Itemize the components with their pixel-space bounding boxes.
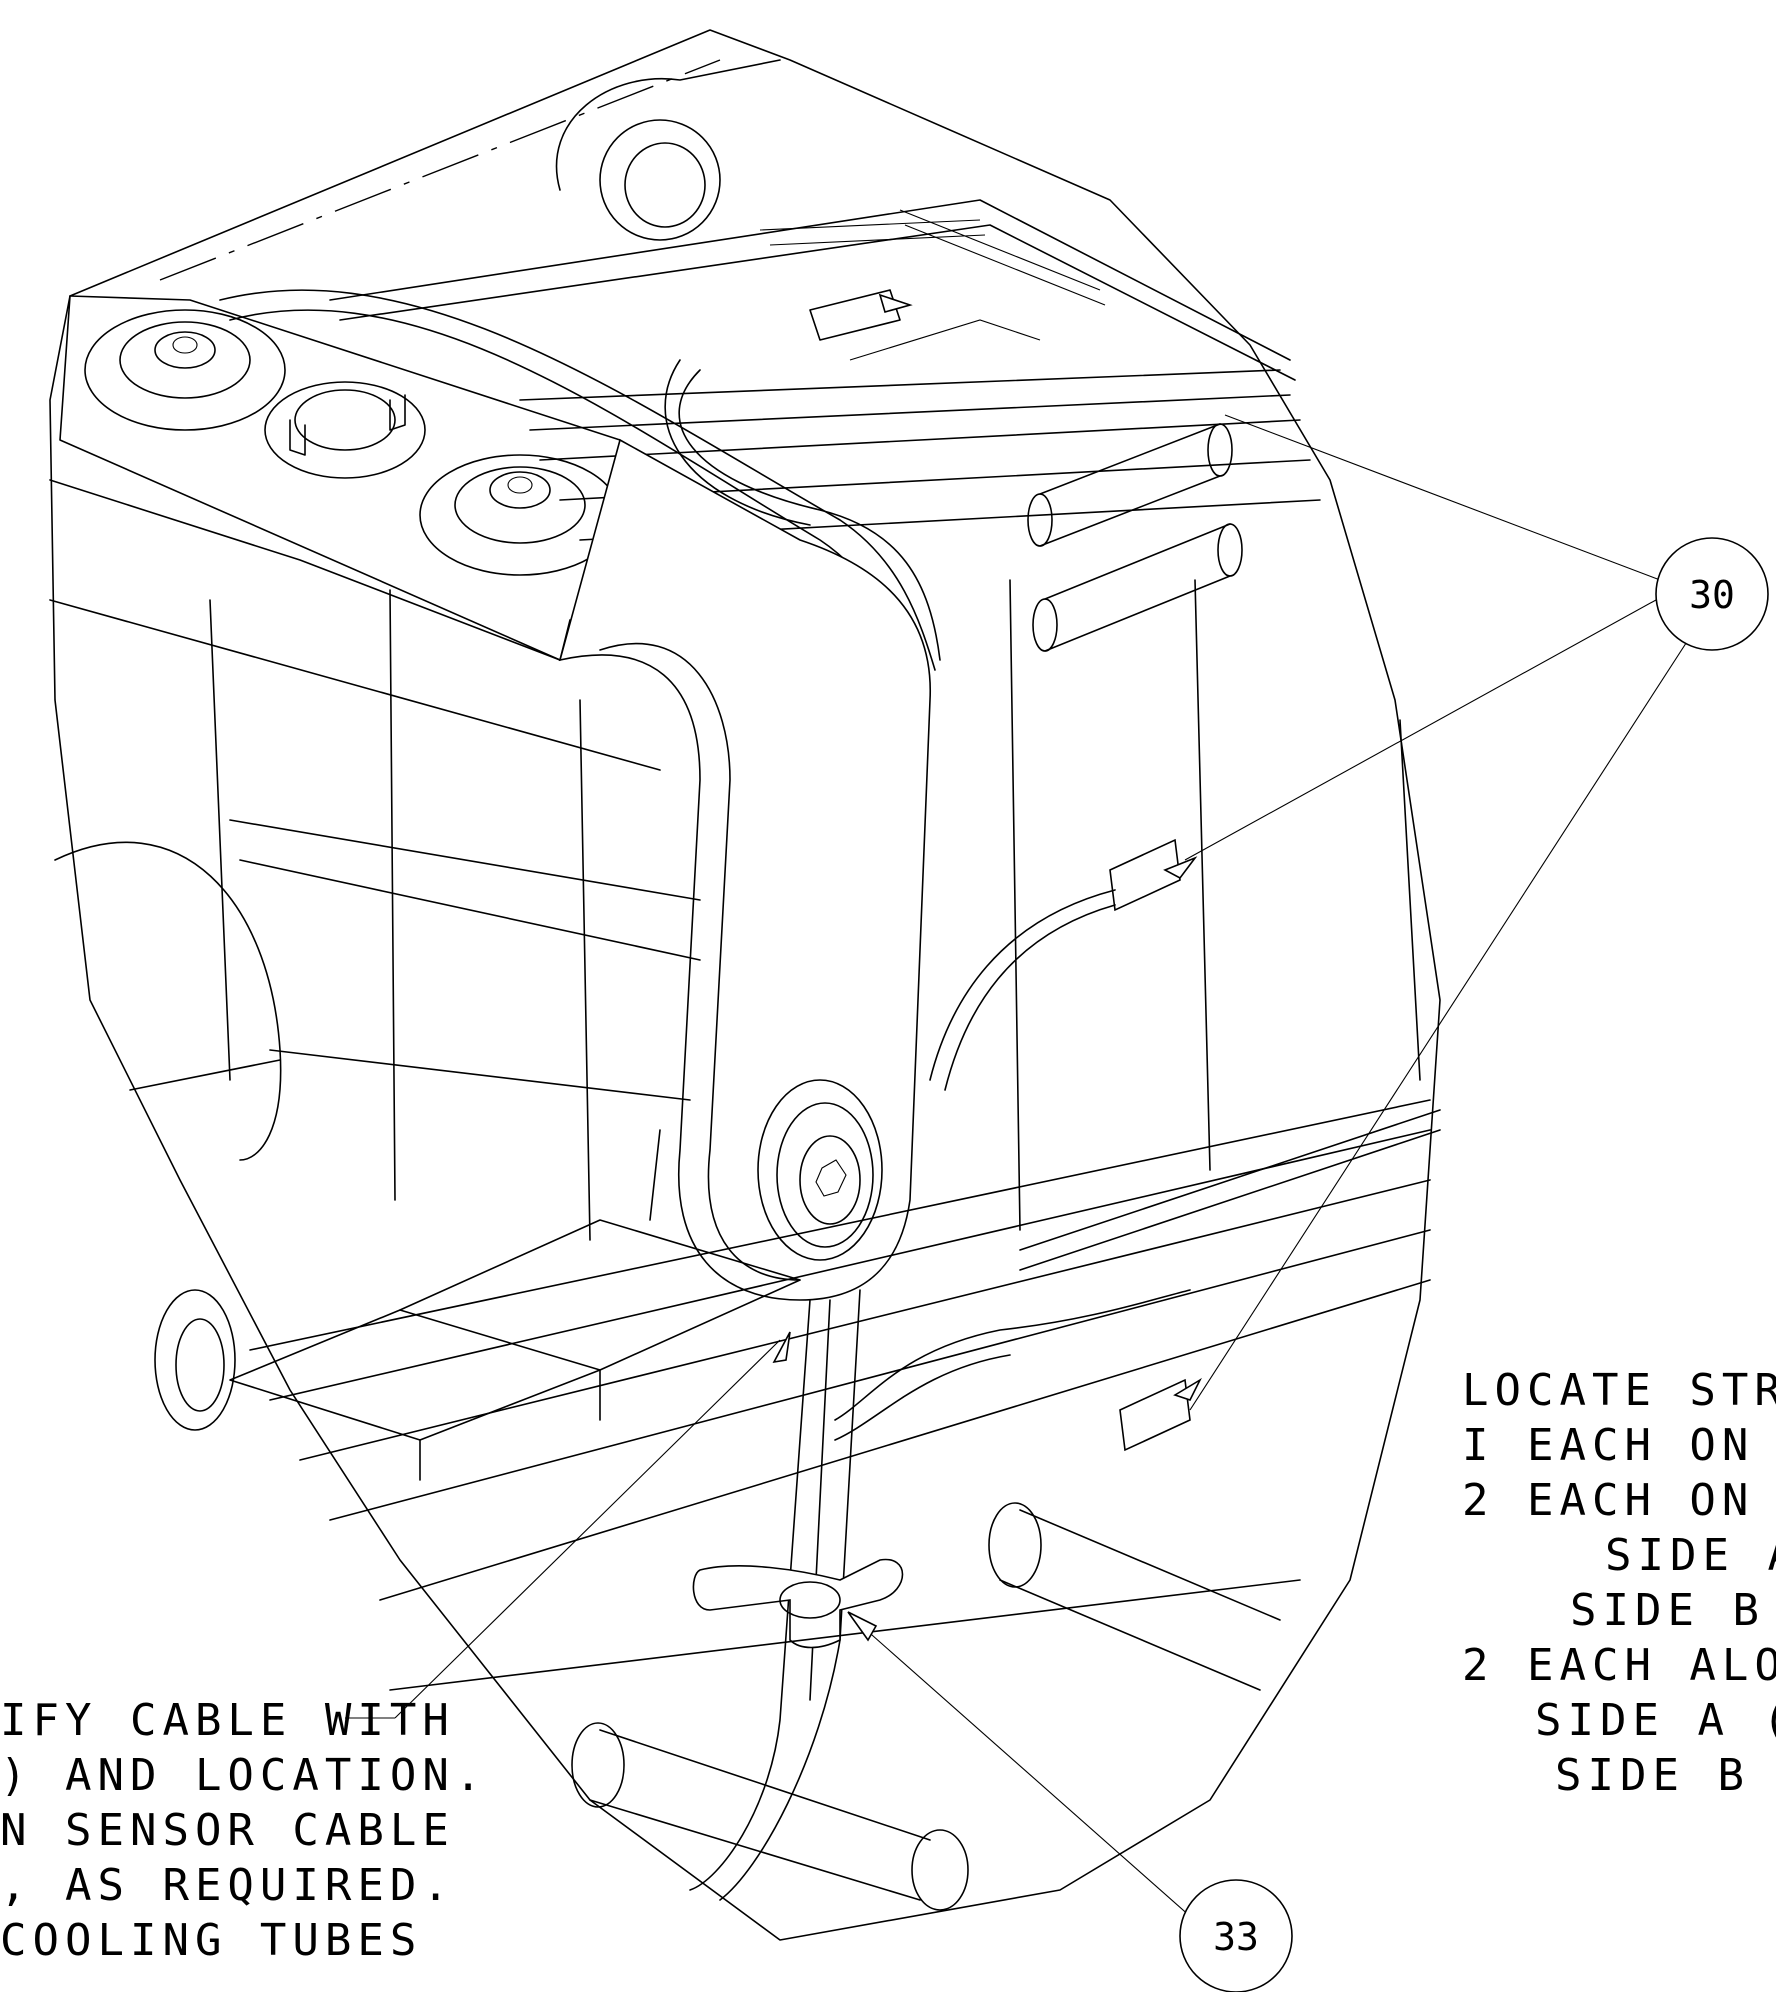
note-right: LOCATE STRAIN I EACH ON TOP 2 EACH ON SI… [1462,1365,1776,1801]
note-right-line-8: SIDE B ( [1555,1750,1776,1801]
rod-right [988,1502,1281,1691]
upper-tubes [329,199,1321,541]
note-right-line-3: 2 EACH ON SID [1462,1475,1776,1526]
bracket-arm [558,438,931,1301]
cable-tie-clamp [692,1558,904,1649]
leader-left-note [394,1339,781,1719]
bolt-left [84,309,286,431]
note-right-line-4: SIDE A [1605,1530,1776,1581]
arrow-33 [847,1611,878,1642]
bottom-pads [229,1219,801,1481]
top-tube-segments [809,289,1041,361]
note-right-line-1: LOCATE STRAIN [1462,1365,1776,1416]
arrow-left-note [772,1331,791,1364]
slotted-ring [264,381,426,479]
leaders-30 [1184,414,1691,1411]
tube-clamps-top [1027,423,1243,652]
centerline [159,59,721,281]
note-left-line-5: COOLING TUBES [0,1915,422,1966]
note-right-line-2: I EACH ON TOP [1462,1420,1776,1471]
balloon-33-label: 33 [1213,1915,1259,1959]
note-right-line-6: 2 EACH ALONG [1462,1640,1776,1691]
frame-posts [209,579,1421,1241]
note-left: IFY CABLE WITH ) AND LOCATION. N SENSOR … [0,1695,487,1966]
left-roller [54,841,282,1431]
balloon-33: 33 [1179,1879,1293,1992]
strain-gauge-upper [929,838,1198,1091]
routed-cable-down [689,1289,1191,1901]
leader-33 [854,1619,1201,1926]
rod-left [571,1722,969,1911]
note-left-line-1: IFY CABLE WITH [0,1695,455,1746]
strain-gauge-lower [1119,1377,1202,1452]
pivot-bolt [757,1079,883,1261]
note-left-line-2: ) AND LOCATION. [0,1750,487,1801]
detail-boundary [49,29,1441,1941]
note-right-line-7: SIDE A ( [1535,1695,1776,1746]
note-left-line-3: N SENSOR CABLE [0,1805,455,1856]
rear-roller [555,59,781,241]
top-plate [49,295,621,661]
balloon-30-label: 30 [1689,573,1735,617]
note-right-line-5: SIDE B [1570,1585,1765,1636]
note-left-line-4: , AS REQUIRED. [0,1860,455,1911]
balloon-30: 30 [1655,537,1769,651]
frame-rails [49,599,1441,1691]
